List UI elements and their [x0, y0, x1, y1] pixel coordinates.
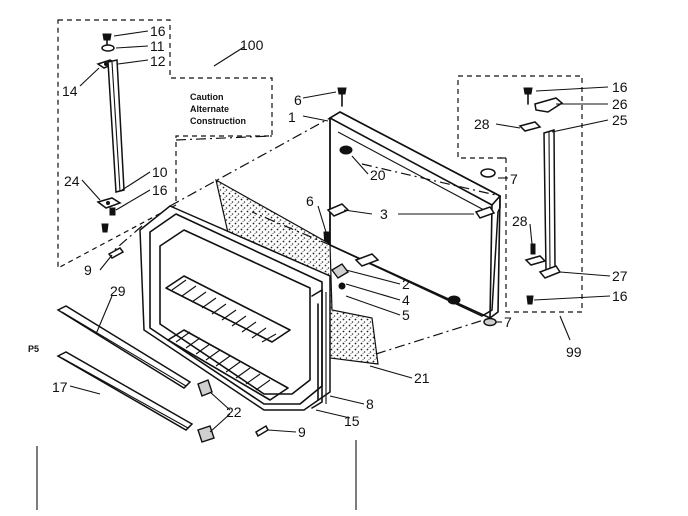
assembly-box-99: [457, 75, 583, 313]
bottom-screw-9: [255, 424, 269, 438]
right-hinge-top-plate: [518, 121, 542, 132]
edge-mark: P5: [28, 344, 39, 354]
leader-lines: [69, 30, 611, 433]
callout-99: 99: [566, 344, 582, 360]
callout-29: 29: [110, 283, 126, 299]
door-trim-bar-upper: [56, 305, 192, 389]
callout-12: 12: [150, 53, 166, 69]
door-gasket: [311, 289, 327, 409]
callout-9-left: 9: [84, 262, 92, 278]
hinge-top-cap: [480, 168, 496, 178]
liner-upper-shelf: [165, 275, 291, 343]
trim-end-cap-upper: [197, 379, 213, 397]
callout-7-top: 7: [510, 171, 518, 187]
callout-100: 100: [240, 37, 264, 53]
caution-note: Caution Alternate Construction: [190, 92, 246, 126]
left-hinge-bottom-screw: [101, 223, 109, 233]
assembly-lines: [111, 117, 506, 355]
left-hinge-bottom-bracket: [96, 197, 122, 209]
svg-text:Construction: Construction: [190, 116, 246, 126]
panel-lower-grommet: [447, 295, 461, 305]
right-door-stop-bar: [543, 128, 556, 271]
page-edge-marks: [36, 440, 357, 510]
left-hinge-top-washer: [101, 44, 115, 52]
callout-8: 8: [366, 396, 374, 412]
callout-27: 27: [612, 268, 628, 284]
panel-top-grommet: [339, 145, 353, 155]
left-hinge-bottom-pin: [109, 207, 116, 216]
callout-11: 11: [150, 38, 165, 54]
panel-lower-bracket: [354, 253, 380, 267]
callout-5: 5: [402, 307, 410, 323]
trim-end-cap-lower: [197, 425, 215, 443]
callout-28-top: 28: [474, 116, 490, 132]
callout-15: 15: [344, 413, 360, 429]
callout-21: 21: [414, 370, 430, 386]
right-hinge-bottom-screw: [526, 295, 534, 305]
callout-20: 20: [370, 167, 386, 183]
panel-hinge-block-left: [326, 203, 350, 217]
liner-lower-shelf: [167, 329, 289, 401]
callout-26: 26: [612, 96, 628, 112]
callout-4: 4: [402, 292, 410, 308]
callout-9-bottom: 9: [298, 424, 306, 440]
panel-screw-6-top: [337, 87, 347, 107]
callout-labels: 16 11 12 14 100 6 1 20 10 16 24 9 3 6 7 …: [28, 23, 628, 440]
right-hinge-top-bracket: [534, 97, 564, 113]
callout-16-left-top: 16: [150, 23, 166, 39]
callout-28-bottom: 28: [512, 213, 528, 229]
right-hinge-top-screw: [523, 87, 533, 105]
callout-16-right-top: 16: [612, 79, 628, 95]
svg-text:Caution: Caution: [190, 92, 224, 102]
callout-16-right-bottom: 16: [612, 288, 628, 304]
callout-7-bottom: 7: [504, 314, 512, 330]
callout-25: 25: [612, 112, 628, 128]
center-hinge-part: [330, 263, 350, 290]
callout-10: 10: [152, 164, 168, 180]
door-trim-bar-lower: [56, 351, 194, 431]
callout-14: 14: [62, 83, 78, 99]
callout-3: 3: [380, 206, 388, 222]
left-door-stop-bar: [107, 59, 125, 193]
callout-1: 1: [288, 109, 296, 125]
callout-24: 24: [64, 173, 80, 189]
callout-2: 2: [402, 276, 410, 292]
right-hinge-bottom-bracket: [538, 265, 562, 279]
callout-17: 17: [52, 379, 68, 395]
right-hinge-bottom-plate: [524, 243, 547, 266]
svg-text:Alternate: Alternate: [190, 104, 229, 114]
callout-22: 22: [226, 404, 242, 420]
panel-hinge-block-right: [474, 206, 496, 219]
callout-6-mid: 6: [306, 193, 314, 209]
callout-6-top: 6: [294, 92, 302, 108]
callout-16-left-mid: 16: [152, 182, 168, 198]
